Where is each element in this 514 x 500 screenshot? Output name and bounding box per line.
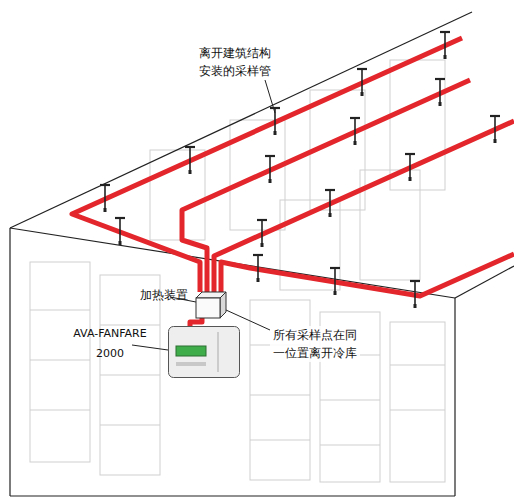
sampling-stem bbox=[439, 79, 441, 103]
box-front bbox=[196, 298, 220, 318]
sampling-stem bbox=[361, 69, 363, 93]
ceiling-clip bbox=[100, 184, 110, 186]
ceiling-edge bbox=[10, 12, 472, 228]
sampling-stem bbox=[354, 118, 356, 142]
sampling-hole bbox=[439, 102, 442, 106]
sampling-pipes bbox=[72, 38, 514, 296]
ceiling-clip bbox=[270, 107, 280, 109]
leader-line bbox=[265, 80, 275, 113]
sampling-hole bbox=[444, 55, 447, 59]
sampling-stem bbox=[119, 218, 121, 242]
sampling-point bbox=[350, 118, 360, 145]
detector-seam bbox=[218, 332, 219, 372]
sampling-stem bbox=[409, 154, 411, 178]
ceiling-clip bbox=[330, 267, 340, 269]
sampling-stem bbox=[444, 32, 446, 56]
sampling-hole bbox=[104, 208, 107, 212]
sampling-hole bbox=[361, 92, 364, 96]
rack bbox=[150, 150, 205, 240]
sampling-point bbox=[265, 156, 275, 183]
sampling-point bbox=[490, 116, 500, 143]
node-label: AVA-FANFARE 2000 bbox=[68, 324, 152, 364]
detector-panel bbox=[176, 362, 206, 366]
rack bbox=[100, 275, 160, 475]
ceiling-clip bbox=[435, 78, 445, 80]
sampling-pipe bbox=[182, 80, 470, 292]
sampling-stem bbox=[494, 116, 496, 140]
heater-box: 加热装置 bbox=[196, 292, 226, 318]
sampling-hole bbox=[269, 179, 272, 183]
sampling-point bbox=[253, 255, 263, 282]
ceiling-clip bbox=[257, 219, 267, 221]
wall-edge bbox=[9, 228, 10, 496]
box-side bbox=[220, 292, 226, 318]
ceiling-clip bbox=[405, 153, 415, 155]
ceiling-clip bbox=[357, 68, 367, 70]
sampling-pipe bbox=[72, 38, 462, 292]
wall-edge bbox=[454, 298, 455, 496]
sampling-hole bbox=[119, 241, 122, 245]
ceiling-clip bbox=[350, 117, 360, 119]
ceiling-clip bbox=[490, 115, 500, 117]
ceiling-clip bbox=[115, 217, 125, 219]
detector-box: AVA-FANFARE 2000 bbox=[168, 326, 240, 378]
sampling-points bbox=[100, 32, 500, 308]
sampling-stem bbox=[269, 156, 271, 180]
sampling-point bbox=[410, 281, 420, 308]
rack bbox=[30, 262, 90, 462]
sampling-stem bbox=[414, 281, 416, 305]
room-outline bbox=[10, 12, 514, 496]
sampling-hole bbox=[334, 291, 337, 295]
ceiling-clip bbox=[253, 254, 263, 256]
sampling-hole bbox=[494, 139, 497, 143]
detector-body bbox=[169, 327, 240, 378]
sampling-stem bbox=[334, 268, 336, 292]
sampling-point bbox=[440, 32, 450, 59]
storage-racks bbox=[30, 60, 445, 482]
sampling-point bbox=[185, 147, 195, 174]
leader-lines bbox=[132, 80, 275, 350]
sampling-hole bbox=[409, 177, 412, 181]
detector-display bbox=[176, 346, 206, 356]
pipe-connector bbox=[190, 318, 202, 326]
detector-box-outline bbox=[168, 326, 240, 378]
sampling-point bbox=[115, 218, 125, 245]
sampling-stem bbox=[257, 255, 259, 279]
sampling-pipe bbox=[221, 254, 514, 296]
sampling-point bbox=[257, 220, 267, 247]
floor-edge bbox=[10, 495, 455, 496]
sampling-point bbox=[100, 185, 110, 212]
sampling-point bbox=[330, 268, 340, 295]
sampling-hole bbox=[414, 304, 417, 308]
ceiling-clip bbox=[185, 146, 195, 148]
ceiling-clip bbox=[440, 31, 450, 33]
sampling-hole bbox=[354, 141, 357, 145]
rack bbox=[390, 322, 445, 482]
callout-label: 离开建筑结构 安装的采样管 bbox=[196, 44, 274, 80]
leader-line bbox=[132, 345, 168, 350]
wall-edge bbox=[455, 266, 514, 298]
node-label: 加热装置 bbox=[118, 286, 188, 304]
sampling-stem bbox=[329, 190, 331, 214]
sampling-stem bbox=[104, 185, 106, 209]
sampling-point bbox=[325, 190, 335, 217]
sampling-point bbox=[357, 69, 367, 96]
sampling-pipe bbox=[214, 121, 514, 292]
heater-box-outline bbox=[196, 292, 226, 318]
sampling-hole bbox=[329, 213, 332, 217]
sampling-hole bbox=[261, 243, 264, 247]
ceiling-clip bbox=[410, 280, 420, 282]
sampling-stem bbox=[261, 220, 263, 244]
sampling-hole bbox=[189, 170, 192, 174]
ceiling-clip bbox=[265, 155, 275, 157]
sampling-point bbox=[435, 79, 445, 106]
sampling-point bbox=[405, 154, 415, 181]
sampling-stem bbox=[189, 147, 191, 171]
ceiling-clip bbox=[325, 189, 335, 191]
sampling-hole bbox=[257, 278, 260, 282]
sampling-hole bbox=[274, 131, 277, 135]
callout-label: 所有采样点在同 一位置离开冷库 bbox=[270, 326, 360, 362]
